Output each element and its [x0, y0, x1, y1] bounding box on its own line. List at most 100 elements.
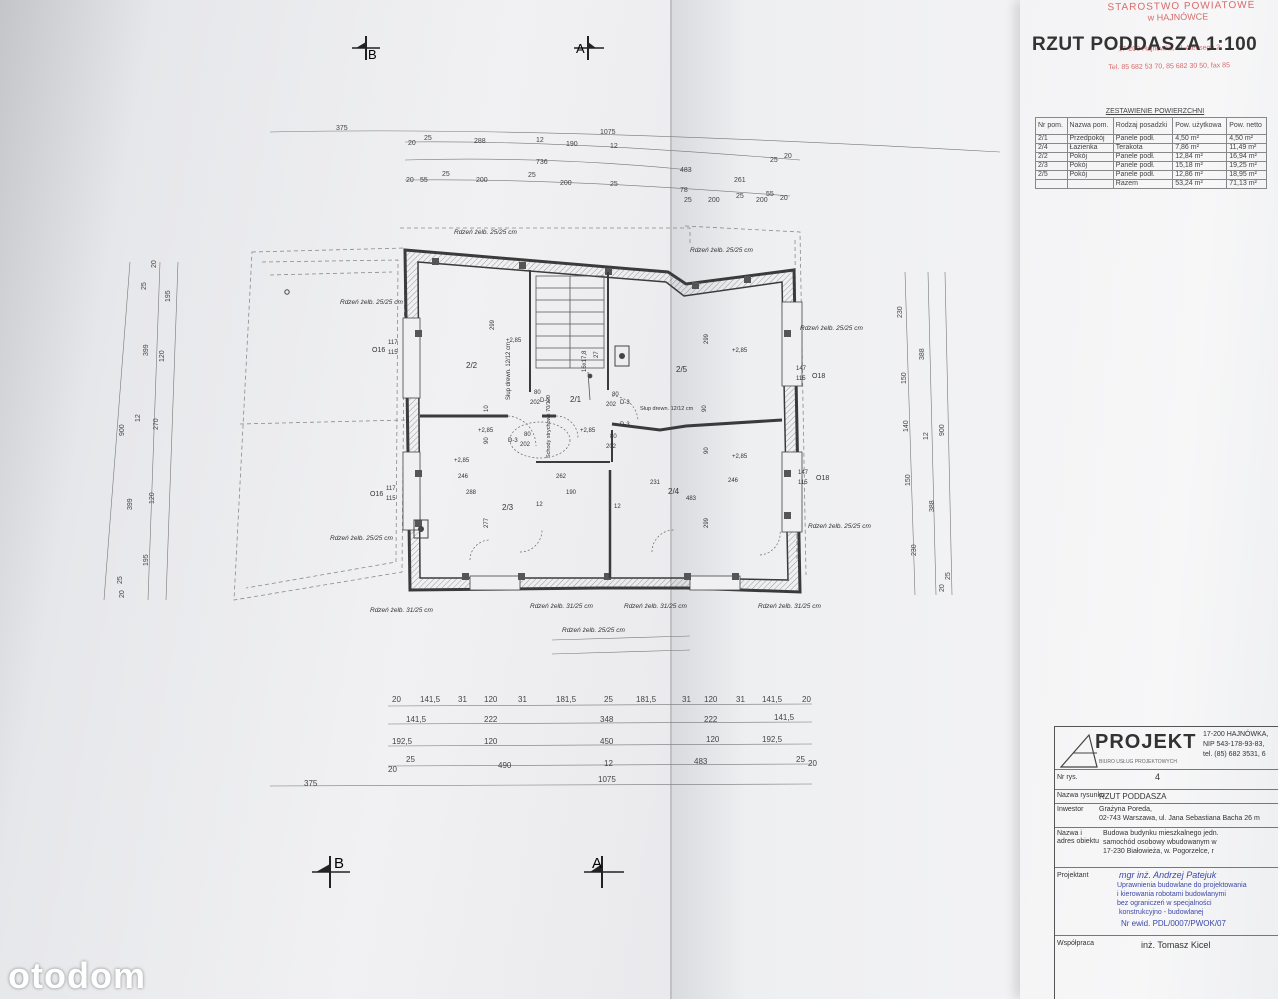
table-cell: 18,95 m²: [1226, 170, 1267, 180]
room-dim: 277: [484, 517, 490, 528]
core-label: Rdzeń żelb. 31/25 cm: [624, 603, 687, 610]
level-label: +2,85: [732, 454, 748, 460]
dim-text: 120: [484, 737, 498, 746]
level-label: +2,85: [580, 428, 596, 434]
room-dim: 12: [536, 502, 543, 508]
core-label: Rdzeń żelb. 25/25 cm: [330, 535, 393, 542]
dim-text: 25: [528, 172, 536, 179]
dim-text: 200: [560, 180, 572, 187]
column-header: Nazwa pom.: [1066, 117, 1114, 135]
dim-text: 230: [911, 544, 918, 556]
dim-text: 25: [770, 157, 778, 164]
investor-name: Grażyna Poreda,: [1099, 806, 1152, 813]
table-cell: [1035, 179, 1068, 189]
table-cell: 7,86 m²: [1172, 143, 1228, 153]
title-block-row-number: Nr rys. 4: [1055, 769, 1278, 790]
window-labels: O16 117 115 O16 117 115 O18 147 115 O18 …: [370, 340, 829, 502]
dim-text: 12: [135, 414, 142, 422]
table-cell: 4,50 m²: [1172, 134, 1228, 144]
top-dimensions: 375 1075 20 25 288 12 190 12 483 25 20 7…: [336, 125, 792, 204]
dim-text: 490: [498, 761, 512, 770]
door-label: D-3: [620, 422, 630, 428]
designer-line: konstrukcyjno - budowlanej: [1119, 909, 1204, 916]
room-number: 2/4: [668, 487, 680, 496]
drawing-sheet-middle: [670, 0, 1050, 999]
attic-stairs-label: Schody strychowe 70/120: [546, 395, 552, 458]
staircase: [535, 275, 605, 401]
dim-text: 25: [736, 193, 744, 200]
dim-text: 399: [127, 498, 134, 510]
table-row: 2/4 Łazienka Terakota 7,86 m² 11,49 m²: [1035, 143, 1267, 153]
table-row: 2/1 Przedpokój Panele podł. 4,50 m² 4,50…: [1035, 134, 1267, 144]
section-label-b-top: B: [368, 47, 377, 62]
door-label: D-3: [508, 438, 518, 444]
designer-line: Nr ewid. PDL/0007/PWOK/07: [1121, 919, 1226, 928]
designer-name: mgr inż. Andrzej Patejuk: [1119, 870, 1217, 880]
table-cell: Terakota: [1112, 143, 1174, 153]
room-number: 2/1: [570, 395, 582, 404]
table-cell: 16,94 m²: [1226, 152, 1267, 162]
door-dim: 202: [606, 402, 617, 408]
room-dim: 299: [704, 517, 710, 528]
table-row: 2/5 Pokój Panele podł. 12,86 m² 18,95 m²: [1035, 170, 1267, 180]
dim-text: 195: [143, 554, 150, 566]
room-dim: 90: [704, 447, 710, 454]
room-dim: 10: [484, 405, 490, 412]
dim-text: 78: [680, 187, 688, 194]
window-label: O16: [370, 491, 383, 498]
company-nip: NIP 543-178-93-83,: [1203, 741, 1265, 748]
table-cell: Panele podł.: [1112, 170, 1174, 180]
room-dim: 190: [566, 490, 577, 496]
dim-text: 483: [694, 757, 708, 766]
investor-label: Inwestor: [1057, 806, 1084, 813]
dim-text: 150: [905, 474, 912, 486]
dim-text: 12: [536, 137, 544, 144]
post-label: Słup drewn. 12/12 cm: [506, 342, 512, 400]
areas-summary-table: ZESTAWIENIE POWIERZCHNI Nr pom. Nazwa po…: [1035, 108, 1275, 189]
level-label: +2,85: [506, 338, 522, 344]
drawing-name-label: Nazwa rysunku: [1057, 792, 1105, 799]
dim-text: 120: [159, 350, 166, 362]
drawing-sheet-left: [0, 0, 690, 999]
dim-text: 12: [610, 143, 618, 150]
dim-text: 20: [408, 140, 416, 147]
dim-text: 25: [610, 181, 618, 188]
room-dim: 12: [614, 504, 621, 510]
title-block: PROJEKT BIURO USŁUG PROJEKTOWYCH 17-200 …: [1054, 726, 1278, 999]
section-label-a-top: A: [576, 41, 585, 56]
concrete-cores: [415, 258, 791, 580]
company-phone: tel. (85) 682 3531, 6: [1203, 751, 1266, 758]
plan-title: RZUT PODDASZA 1:100: [1032, 34, 1258, 55]
column-header: Rodzaj posadzki: [1112, 117, 1174, 135]
dim-text: 20: [939, 584, 946, 592]
dim-text: 141,5: [406, 715, 427, 724]
dim-text: 900: [939, 424, 946, 436]
room-dim: 90: [702, 405, 708, 412]
dim-text: 190: [566, 141, 578, 148]
table-cell: Przedpokój: [1066, 134, 1114, 144]
room-dim: 231: [650, 480, 661, 486]
company-subtitle: BIURO USŁUG PROJEKTOWYCH: [1099, 759, 1177, 765]
room-dim: 262: [556, 474, 567, 480]
dim-text: 200: [756, 197, 768, 204]
object-line: 17-230 Białowieża, w. Pogorzelce, r: [1103, 848, 1214, 855]
core-label: Rdzeń żelb. 31/25 cm: [530, 603, 593, 610]
core-label: Rdzeń żelb. 25/25 cm: [562, 627, 625, 634]
table-row-total: Razem 53,24 m² 71,13 m²: [1035, 179, 1267, 189]
core-label: Rdzeń żelb. 31/25 cm: [758, 603, 821, 610]
section-marker-b-bottom: B: [312, 855, 350, 888]
areas-table: Nr pom. Nazwa pom. Rodzaj posadzki Pow. …: [1035, 117, 1267, 189]
dim-text: 150: [901, 372, 908, 384]
coop-name: inż. Tomasz Kicel: [1141, 940, 1211, 950]
dim-text: 25: [424, 135, 432, 142]
table-cell: 2/3: [1035, 161, 1068, 171]
dim-text: 388: [929, 500, 936, 512]
company-logo-icon: [1059, 733, 1098, 768]
dim-text: 483: [680, 167, 692, 174]
dim-text: 20: [151, 260, 158, 268]
table-row: 2/2 Pokój Panele podł. 12,84 m² 16,94 m²: [1035, 152, 1267, 162]
table-cell: 2/1: [1035, 134, 1068, 144]
dim-text: 20: [392, 695, 401, 704]
drawing-number-label: Nr rys.: [1057, 774, 1078, 781]
exterior-walls: [403, 248, 802, 594]
